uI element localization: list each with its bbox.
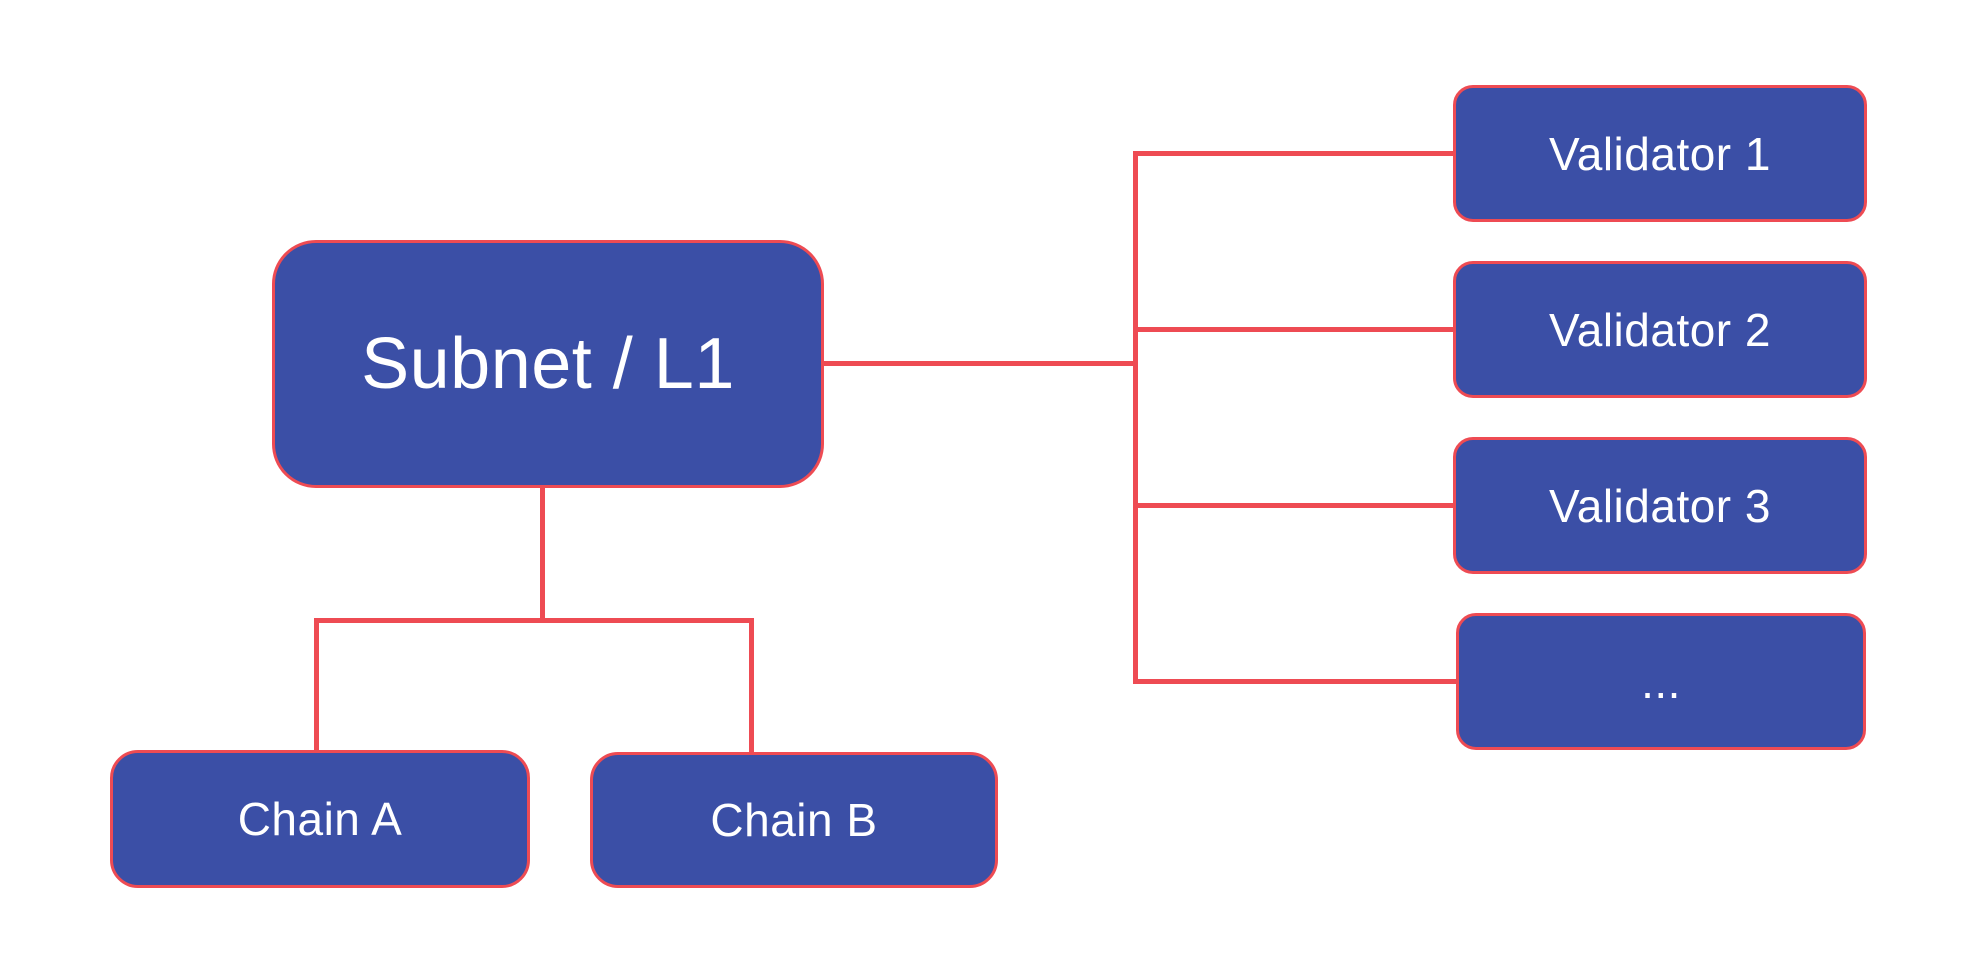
connector-subnet-down-stub (540, 486, 545, 623)
chain-b-label: Chain B (710, 794, 878, 846)
chain-a-label: Chain A (237, 793, 403, 845)
connector-subnet-to-trunk (824, 361, 1135, 366)
validator-ellipsis-label: ... (1641, 655, 1681, 708)
chain-b-node: Chain B (590, 752, 998, 888)
connector-branch-validator-1 (1135, 151, 1457, 156)
validator-2-label: Validator 2 (1548, 303, 1771, 356)
subnet-l1-label: Subnet / L1 (361, 324, 735, 404)
subnet-l1-node: Subnet / L1 (272, 240, 824, 488)
connector-branch-validator-4 (1135, 679, 1460, 684)
connector-drop-chain-a (314, 618, 319, 752)
validator-3-label: Validator 3 (1548, 479, 1771, 532)
validator-ellipsis-node: ... (1456, 613, 1866, 750)
connector-branch-validator-3 (1135, 503, 1457, 508)
chain-a-node: Chain A (110, 750, 530, 888)
connector-drop-chain-b (749, 618, 754, 754)
connector-branch-validator-2 (1135, 327, 1457, 332)
validator-1-label: Validator 1 (1548, 127, 1771, 180)
validator-2-node: Validator 2 (1453, 261, 1867, 398)
validator-1-node: Validator 1 (1453, 85, 1867, 222)
connector-chain-rail (314, 618, 754, 623)
connector-validator-trunk (1133, 151, 1138, 684)
validator-3-node: Validator 3 (1453, 437, 1867, 574)
